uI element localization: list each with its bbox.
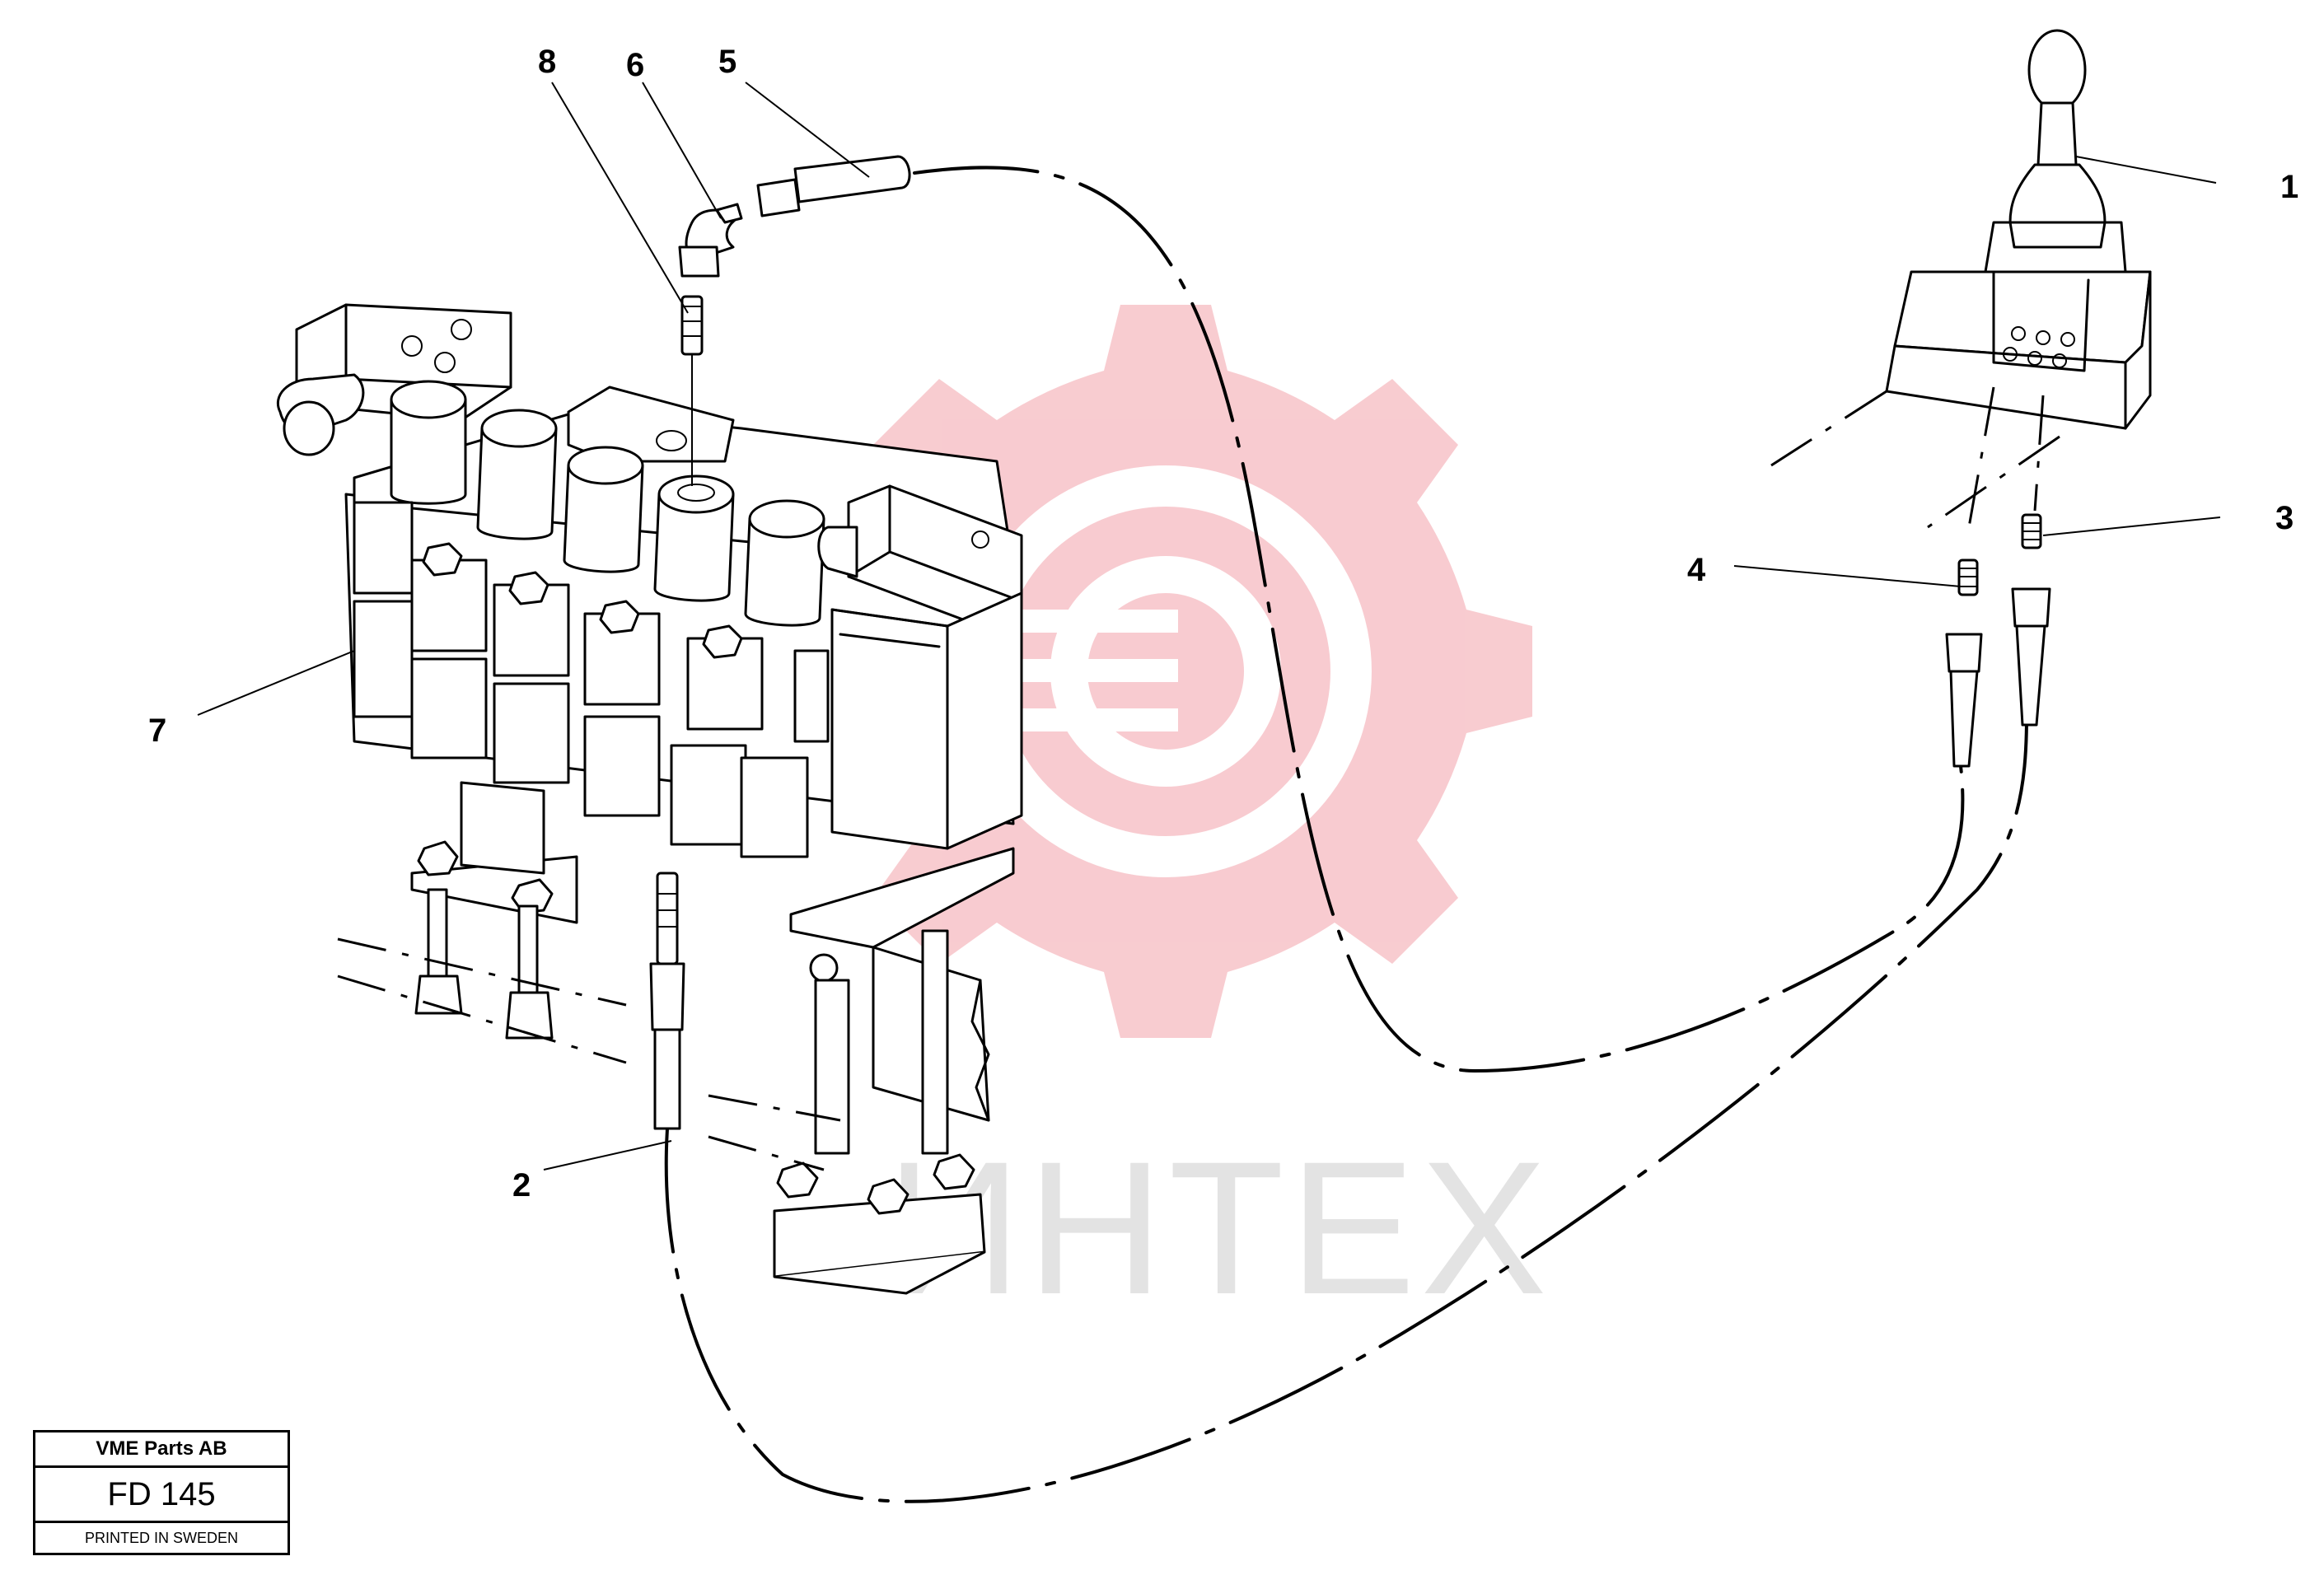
valve-block: [277, 303, 1023, 1295]
solenoid-connector: [817, 484, 1023, 628]
nipple-8: [680, 295, 704, 356]
mounting-bracket-right: [708, 847, 1015, 1295]
callout-6: 6: [626, 47, 644, 83]
hose-end-3: [2011, 587, 2051, 727]
valve-cap-4: [653, 474, 735, 602]
callout-4: 4: [1687, 552, 1706, 588]
fitting-2: [649, 872, 685, 1130]
title-block: VME Parts AB FD 145 PRINTED IN SWEDEN: [33, 1430, 290, 1555]
title-block-company: VME Parts AB: [35, 1432, 288, 1468]
mounting-bracket-left: [337, 781, 627, 1064]
hose-2-line: [664, 715, 2028, 1503]
valve-cap-2: [476, 409, 558, 540]
solenoid-row-lower: [353, 600, 809, 858]
coil-bolts: [422, 542, 743, 659]
callout-2: 2: [512, 1167, 531, 1203]
hose-5: [756, 155, 911, 217]
watermark-text: ИНТЕХ: [886, 1122, 1552, 1334]
hose-5-line: [913, 166, 1965, 1073]
leader-lines: [197, 82, 2221, 1171]
callout-5: 5: [718, 44, 736, 80]
callout-7: 7: [148, 713, 166, 749]
fitting-3: [2021, 513, 2042, 549]
control-lever: [1770, 29, 2152, 529]
valve-cap-3: [563, 446, 644, 573]
callout-1: 1: [2280, 169, 2298, 205]
right-coil-box: [830, 591, 1023, 850]
fitting-4: [1957, 558, 1979, 596]
elbow-6: [678, 203, 743, 278]
lever-knob: [2027, 29, 2087, 111]
callout-8: 8: [538, 44, 556, 80]
valve-cap-5: [744, 499, 825, 627]
callout-3: 3: [2275, 500, 2294, 536]
title-block-drawing-code: FD 145: [35, 1468, 288, 1523]
valve-cap-1: [390, 380, 467, 505]
title-block-printed-note: PRINTED IN SWEDEN: [84, 1529, 238, 1546]
solenoid-row-upper: [353, 501, 830, 743]
hose-end-4: [1945, 633, 1983, 768]
